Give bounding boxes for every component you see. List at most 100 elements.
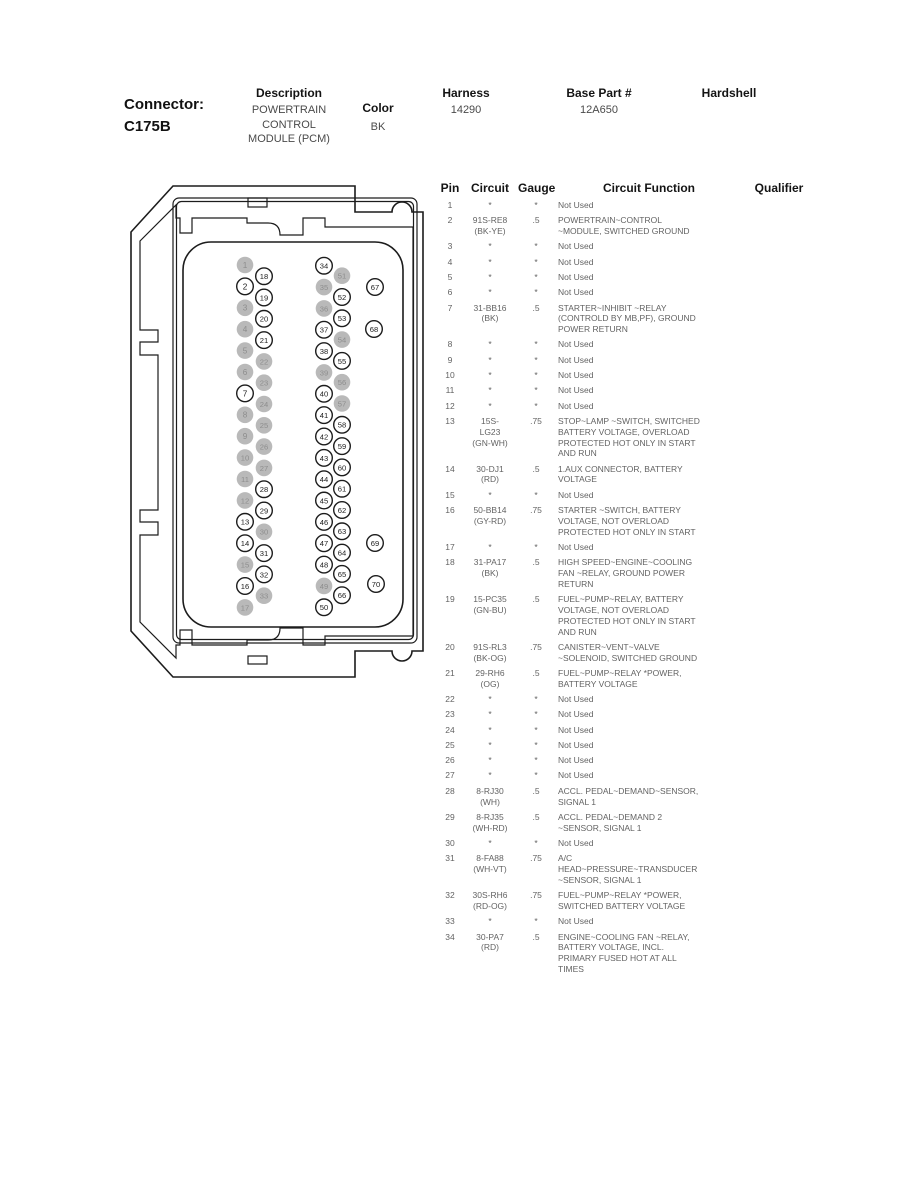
gauge-cell: * — [534, 837, 538, 848]
function-cell: FUEL~PUMP~RELAY *POWER, BATTERY VOLTAGE — [558, 667, 682, 689]
circuit-cell: 31-BB16 (BK) — [473, 302, 507, 324]
pin-number: 10 — [241, 454, 249, 463]
pin-number: 3 — [243, 304, 248, 313]
color-value: BK — [370, 121, 386, 133]
pin-cell: 27 — [445, 770, 455, 781]
pin-number: 62 — [338, 506, 346, 515]
pin-cell: 2 — [447, 215, 453, 226]
pin-number: 6 — [243, 368, 248, 377]
connector-shroud-inner — [175, 200, 415, 641]
pin-number: 11 — [241, 475, 249, 484]
circuit-cell: 31-PA17 (BK) — [473, 557, 507, 579]
table-row: 25**Not Used — [438, 740, 818, 751]
qualifier-cell — [744, 241, 814, 252]
qualifier-cell — [744, 916, 814, 927]
circuit-cell: * — [488, 770, 492, 781]
function-cell: Not Used — [558, 916, 594, 927]
qualifier-cell — [744, 838, 814, 849]
pin-number: 22 — [260, 357, 268, 366]
circuit-cell: 30S-RH6 (RD-OG) — [472, 890, 508, 911]
pin-number: 13 — [241, 518, 249, 527]
gauge-cell: * — [534, 739, 538, 750]
pin-number: 4 — [243, 325, 248, 334]
qualifier-cell — [744, 668, 814, 690]
pin-number: 19 — [260, 293, 268, 302]
connector-pin-59 — [332, 437, 351, 456]
pin-number: 70 — [372, 580, 380, 589]
connector-pin-14 — [235, 534, 254, 553]
table-row: 30**Not Used — [438, 838, 818, 849]
circuit-cell: * — [488, 287, 492, 298]
qualifier-cell — [744, 287, 814, 298]
connector-pin-63 — [332, 522, 351, 541]
connector-pin-8 — [236, 406, 254, 424]
pin-cell: 28 — [445, 785, 455, 796]
pin-cell: 17 — [445, 541, 455, 552]
connector-pin-33 — [255, 587, 273, 604]
circuit-cell: * — [488, 755, 492, 766]
connector-pin-53 — [332, 309, 351, 328]
connector-pin-47 — [314, 534, 333, 553]
pin-number: 38 — [320, 347, 328, 356]
pin-number: 43 — [320, 454, 328, 463]
pin-cell: 3 — [447, 241, 453, 252]
gauge-cell: .5 — [532, 594, 540, 605]
function-cell: FUEL~PUMP~RELAY, BATTERY VOLTAGE, NOT OV… — [558, 594, 696, 637]
connector-pin-1 — [236, 256, 254, 274]
harness-column-header: Harness — [442, 86, 490, 100]
pin-cell: 34 — [445, 931, 455, 942]
pin-number: 9 — [243, 432, 248, 441]
pin-number: 33 — [260, 592, 268, 601]
pin-cell: 31 — [445, 853, 455, 864]
pin-number: 36 — [320, 304, 328, 313]
qualifier-cell — [744, 853, 814, 885]
connector-pin-40 — [314, 384, 333, 403]
circuit-cell: 91S-RE8 (BK-YE) — [472, 215, 508, 237]
pin-number: 58 — [338, 421, 346, 430]
qualifier-cell — [744, 642, 814, 664]
connector-shroud-outer — [172, 197, 418, 644]
pin-number: 56 — [338, 378, 346, 387]
function-cell: Not Used — [558, 370, 594, 381]
pin-cell: 9 — [447, 354, 453, 365]
qualifier-cell — [744, 505, 814, 537]
circuit-cell: * — [488, 370, 492, 381]
pin-cell: 5 — [447, 271, 453, 282]
function-cell: POWERTRAIN~CONTROL ~MODULE, SWITCHED GRO… — [558, 215, 690, 237]
qualifier-cell — [744, 740, 814, 751]
pin-cell: 4 — [447, 256, 453, 267]
connector-id: C175B — [124, 118, 171, 135]
table-row: 17**Not Used — [438, 542, 818, 553]
pin-cell: 22 — [445, 693, 455, 704]
pin-number: 64 — [338, 549, 346, 558]
function-cell: Not Used — [558, 385, 594, 396]
circuit-cell: * — [488, 354, 492, 365]
pin-number: 32 — [260, 570, 268, 579]
qualifier-cell — [744, 542, 814, 553]
connector-pin-44 — [314, 470, 333, 489]
gauge-cell: * — [534, 541, 538, 552]
table-row: 9**Not Used — [438, 355, 818, 366]
qualifier-cell — [744, 812, 814, 834]
pin-number: 5 — [243, 347, 248, 356]
pin-number: 8 — [243, 411, 248, 420]
pin-number: 21 — [260, 336, 268, 345]
pin-cell: 25 — [445, 739, 455, 750]
table-row: 24**Not Used — [438, 725, 818, 736]
gauge-cell: * — [534, 724, 538, 735]
function-cell: HIGH SPEED~ENGINE~COOLING FAN ~RELAY, GR… — [558, 557, 693, 589]
pin-number: 40 — [320, 390, 328, 399]
connector-pin-10 — [236, 449, 254, 466]
pin-cell: 1 — [447, 200, 453, 210]
pin-number: 17 — [241, 603, 249, 612]
pin-number: 60 — [338, 463, 346, 472]
pin-number: 28 — [260, 485, 268, 494]
function-cell: Not Used — [558, 724, 594, 735]
qualifier-cell — [744, 557, 814, 589]
circuit-cell: 8-RJ35 (WH-RD) — [472, 811, 508, 833]
pin-cell: 30 — [445, 837, 455, 848]
